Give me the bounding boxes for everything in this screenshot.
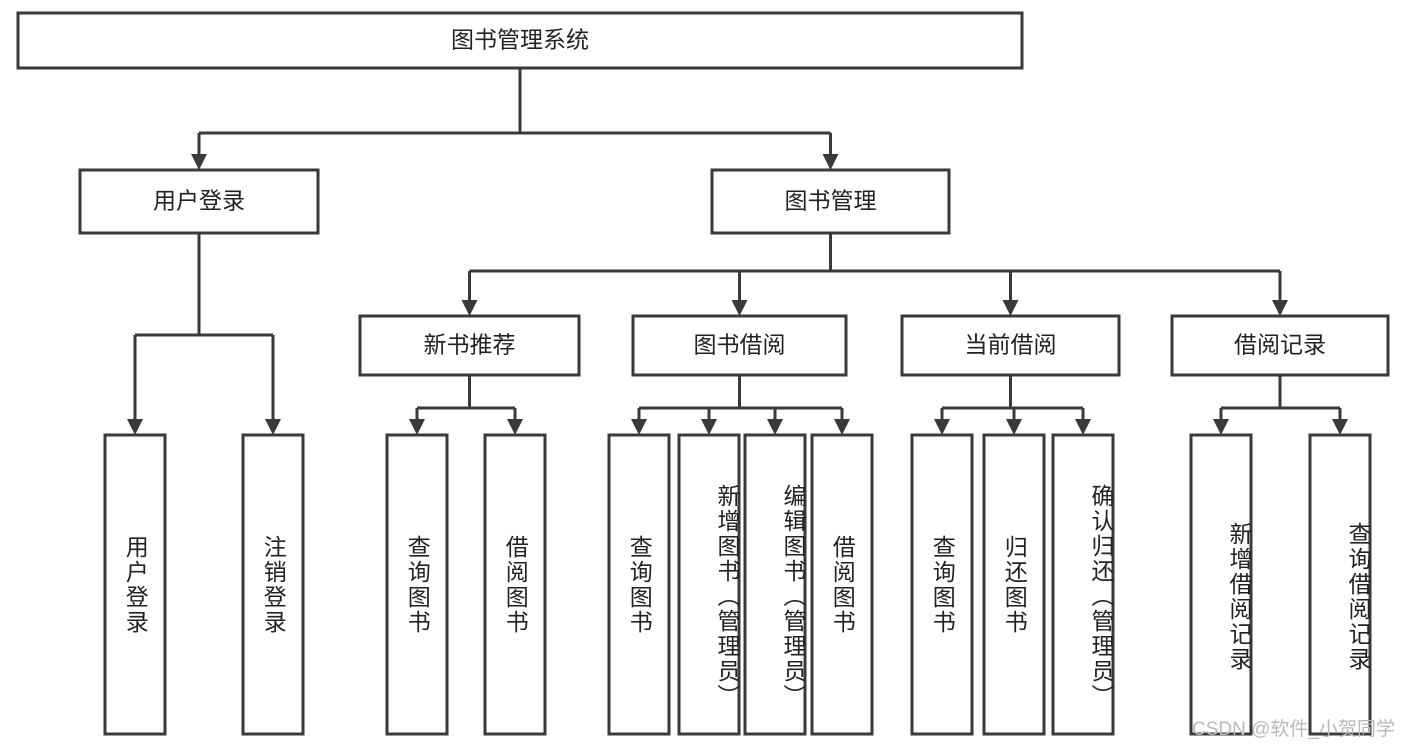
csdn-watermark: CSDN @软件_小贺同学 bbox=[1192, 719, 1395, 740]
edge-level2-1-leaf-1-arrowhead bbox=[701, 419, 717, 435]
edge-userlogin-leaf-0-arrowhead bbox=[127, 419, 143, 435]
node-root-label: 图书管理系统 bbox=[451, 27, 589, 53]
node-level2-2[interactable] bbox=[900, 314, 1121, 377]
node-leaf-10[interactable] bbox=[1051, 433, 1115, 736]
node-level1-0[interactable] bbox=[78, 168, 320, 235]
edge-userlogin-leaf-1-arrowhead bbox=[265, 419, 281, 435]
node-leaf-1[interactable] bbox=[241, 433, 305, 736]
node-leaf-2[interactable] bbox=[385, 433, 449, 736]
edge-bookmgmt-to-level2-3-arrowhead bbox=[1272, 300, 1288, 316]
node-root[interactable] bbox=[16, 11, 1024, 70]
node-level2-3-label: 借阅记录 bbox=[1234, 332, 1326, 358]
node-level1-1[interactable] bbox=[710, 168, 951, 235]
node-leaf-7[interactable] bbox=[810, 433, 874, 736]
edge-bookmgmt-to-level2-2-arrowhead bbox=[1002, 300, 1019, 316]
node-leaf-6[interactable] bbox=[743, 433, 807, 736]
node-leaf-0[interactable] bbox=[103, 433, 167, 736]
node-leaf-4[interactable] bbox=[607, 433, 671, 736]
edge-root-to-level1-0-arrowhead bbox=[191, 154, 207, 170]
edge-root-to-level1-1-arrowhead bbox=[822, 154, 839, 170]
edge-level2-3-leaf-1-arrowhead bbox=[1332, 419, 1348, 435]
node-leaf-11[interactable] bbox=[1189, 433, 1253, 736]
node-box-layer bbox=[16, 11, 1390, 736]
node-level1-1-label: 图书管理 bbox=[785, 188, 877, 214]
edge-level2-1-leaf-3-arrowhead bbox=[834, 419, 850, 435]
node-level2-1[interactable] bbox=[631, 314, 848, 377]
edge-level2-2-leaf-1-arrowhead bbox=[1006, 419, 1022, 435]
edge-bookmgmt-to-level2-0-arrowhead bbox=[461, 300, 478, 316]
node-level2-1-label: 图书借阅 bbox=[694, 332, 786, 358]
edge-bookmgmt-to-level2-1-arrowhead bbox=[731, 300, 748, 316]
edge-level2-1-leaf-2-arrowhead bbox=[767, 419, 783, 435]
node-level2-2-label: 当前借阅 bbox=[965, 332, 1057, 358]
node-leaf-9[interactable] bbox=[982, 433, 1046, 736]
node-level1-0-label: 用户登录 bbox=[153, 188, 245, 214]
edge-level2-2-leaf-0-arrowhead bbox=[934, 419, 950, 435]
node-level2-0[interactable] bbox=[358, 314, 581, 377]
node-leaf-8[interactable] bbox=[910, 433, 974, 736]
edge-level2-0-leaf-1-arrowhead bbox=[507, 419, 523, 435]
node-leaf-5[interactable] bbox=[677, 433, 741, 736]
edge-level2-1-leaf-0-arrowhead bbox=[631, 419, 647, 435]
edge-level2-3-leaf-0-arrowhead bbox=[1213, 419, 1229, 435]
node-leaf-3[interactable] bbox=[483, 433, 547, 736]
node-level2-3[interactable] bbox=[1170, 314, 1390, 377]
node-level2-0-label: 新书推荐 bbox=[424, 332, 516, 358]
edge-level2-2-leaf-2-arrowhead bbox=[1075, 419, 1091, 435]
node-leaf-12[interactable] bbox=[1308, 433, 1372, 736]
connector-layer bbox=[127, 68, 1348, 435]
edge-level2-0-leaf-0-arrowhead bbox=[409, 419, 425, 435]
